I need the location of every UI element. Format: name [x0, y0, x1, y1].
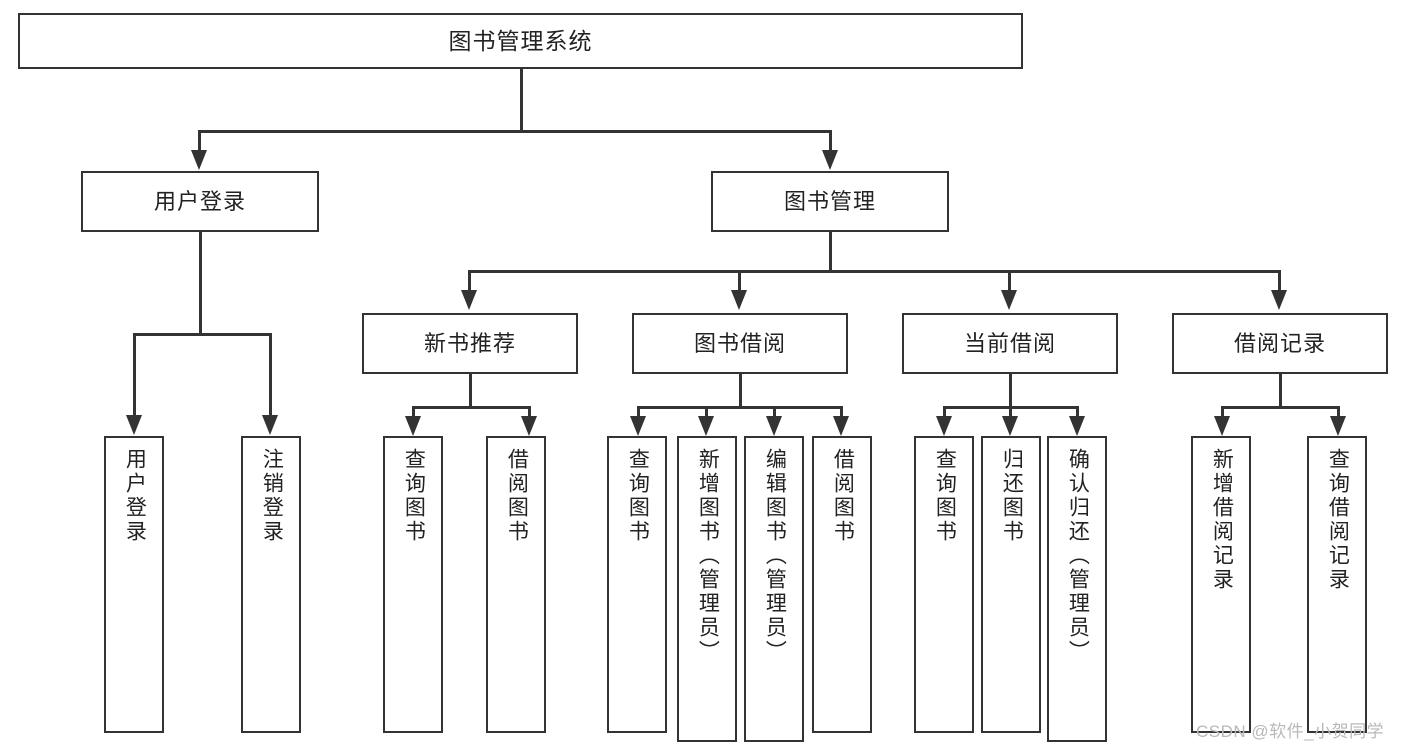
- leaf-borrow-book-1-label: 借阅图书: [505, 448, 529, 544]
- arrow-to-leaf-borrow-book-2: [833, 416, 849, 436]
- edge-root-to-bookmanage: [829, 130, 832, 154]
- arrow-to-leaf-confirm-return: [1069, 416, 1085, 436]
- edge-bookborrow-leaf2: [705, 406, 708, 420]
- edge-borrowrecord-stem: [1279, 374, 1282, 408]
- edge-root-bus: [198, 130, 832, 133]
- edge-borrowrecord-leaf2: [1337, 406, 1340, 420]
- node-borrow-record[interactable]: 借阅记录: [1172, 313, 1388, 374]
- node-user-login[interactable]: 用户登录: [81, 171, 319, 232]
- leaf-return-book-label: 归还图书: [1000, 448, 1024, 544]
- arrow-to-borrow-record: [1271, 290, 1287, 310]
- arrow-to-leaf-borrow-book-1: [521, 416, 537, 436]
- arrow-to-leaf-return-book: [1002, 416, 1018, 436]
- edge-currentborrow-leaf3: [1076, 406, 1079, 420]
- leaf-add-book[interactable]: 新增图书（管理员）: [677, 436, 737, 742]
- node-root[interactable]: 图书管理系统: [18, 13, 1023, 69]
- edge-userlogin-leaf2: [269, 333, 272, 419]
- arrow-to-leaf-query-book-1: [405, 416, 421, 436]
- leaf-query-record-label: 查询借阅记录: [1326, 448, 1350, 592]
- arrow-to-leaf-add-book: [698, 416, 714, 436]
- leaf-query-book-3-label: 查询图书: [933, 448, 957, 544]
- leaf-borrow-book-1[interactable]: 借阅图书: [486, 436, 546, 733]
- leaf-edit-book[interactable]: 编辑图书（管理员）: [744, 436, 804, 742]
- edge-borrowrecord-bus: [1221, 406, 1338, 409]
- node-new-book-rec-label: 新书推荐: [423, 330, 516, 356]
- arrow-to-leaf-user-logout: [262, 415, 278, 435]
- leaf-user-login[interactable]: 用户登录: [104, 436, 164, 733]
- edge-userlogin-stem: [199, 232, 202, 335]
- edge-newbook-bus: [412, 406, 530, 409]
- edge-bus-to-bookborrow: [738, 270, 741, 293]
- arrow-to-leaf-query-record: [1330, 416, 1346, 436]
- edge-bookmanage-stem: [829, 232, 832, 272]
- arrow-to-leaf-edit-book: [766, 416, 782, 436]
- edge-root-to-userlogin: [198, 130, 201, 154]
- edge-bus-to-newbook: [468, 270, 471, 293]
- arrow-to-leaf-user-login: [126, 415, 142, 435]
- edge-currentborrow-leaf1: [943, 406, 946, 420]
- leaf-confirm-return[interactable]: 确认归还（管理员）: [1047, 436, 1107, 742]
- arrow-to-new-book-rec: [461, 290, 477, 310]
- leaf-add-record[interactable]: 新增借阅记录: [1191, 436, 1251, 733]
- arrow-to-book-manage: [822, 150, 838, 170]
- edge-newbook-stem: [469, 374, 472, 408]
- leaf-query-book-2[interactable]: 查询图书: [607, 436, 667, 733]
- leaf-add-record-label: 新增借阅记录: [1210, 448, 1234, 592]
- arrow-to-user-login: [191, 150, 207, 170]
- leaf-user-logout[interactable]: 注销登录: [241, 436, 301, 733]
- leaf-user-login-label: 用户登录: [123, 448, 147, 544]
- leaf-confirm-return-label: 确认归还（管理员）: [1066, 448, 1090, 664]
- edge-bus-to-currentborrow: [1008, 270, 1011, 293]
- node-current-borrow[interactable]: 当前借阅: [902, 313, 1118, 374]
- leaf-query-book-2-label: 查询图书: [626, 448, 650, 544]
- edge-bus-to-borrowrecord: [1278, 270, 1281, 293]
- edge-currentborrow-stem: [1009, 374, 1012, 408]
- edge-bookborrow-bus: [637, 406, 842, 409]
- leaf-query-book-1-label: 查询图书: [402, 448, 426, 544]
- node-root-label: 图书管理系统: [448, 27, 593, 54]
- arrow-to-leaf-query-book-2: [630, 416, 646, 436]
- edge-newbook-leaf2: [528, 406, 531, 420]
- arrow-to-leaf-add-record: [1214, 416, 1230, 436]
- edge-currentborrow-leaf2: [1009, 406, 1012, 420]
- edge-bookborrow-leaf4: [840, 406, 843, 420]
- node-book-borrow-label: 图书借阅: [693, 330, 786, 356]
- leaf-add-book-label: 新增图书（管理员）: [696, 448, 720, 664]
- node-book-manage[interactable]: 图书管理: [711, 171, 949, 232]
- leaf-user-logout-label: 注销登录: [260, 448, 284, 544]
- edge-userlogin-leaf1: [133, 333, 136, 419]
- arrow-to-book-borrow: [731, 290, 747, 310]
- leaf-borrow-book-2-label: 借阅图书: [831, 448, 855, 544]
- node-new-book-rec[interactable]: 新书推荐: [362, 313, 578, 374]
- edge-root-stem: [520, 69, 523, 131]
- edge-borrowrecord-leaf1: [1221, 406, 1224, 420]
- edge-newbook-leaf1: [412, 406, 415, 420]
- leaf-query-book-3[interactable]: 查询图书: [914, 436, 974, 733]
- leaf-return-book[interactable]: 归还图书: [981, 436, 1041, 733]
- node-borrow-record-label: 借阅记录: [1233, 330, 1326, 356]
- leaf-query-record[interactable]: 查询借阅记录: [1307, 436, 1367, 733]
- arrow-to-current-borrow: [1001, 290, 1017, 310]
- node-book-borrow[interactable]: 图书借阅: [632, 313, 848, 374]
- node-current-borrow-label: 当前借阅: [963, 330, 1056, 356]
- leaf-borrow-book-2[interactable]: 借阅图书: [812, 436, 872, 733]
- node-book-manage-label: 图书管理: [783, 188, 876, 214]
- node-user-login-label: 用户登录: [153, 188, 246, 214]
- arrow-to-leaf-query-book-3: [936, 416, 952, 436]
- edge-bookborrow-stem: [739, 374, 742, 408]
- leaf-edit-book-label: 编辑图书（管理员）: [763, 448, 787, 664]
- edge-bookborrow-leaf3: [773, 406, 776, 420]
- leaf-query-book-1[interactable]: 查询图书: [383, 436, 443, 733]
- edge-bookborrow-leaf1: [637, 406, 640, 420]
- edge-userlogin-bus: [133, 333, 271, 336]
- edge-bookmanage-bus: [468, 270, 1280, 273]
